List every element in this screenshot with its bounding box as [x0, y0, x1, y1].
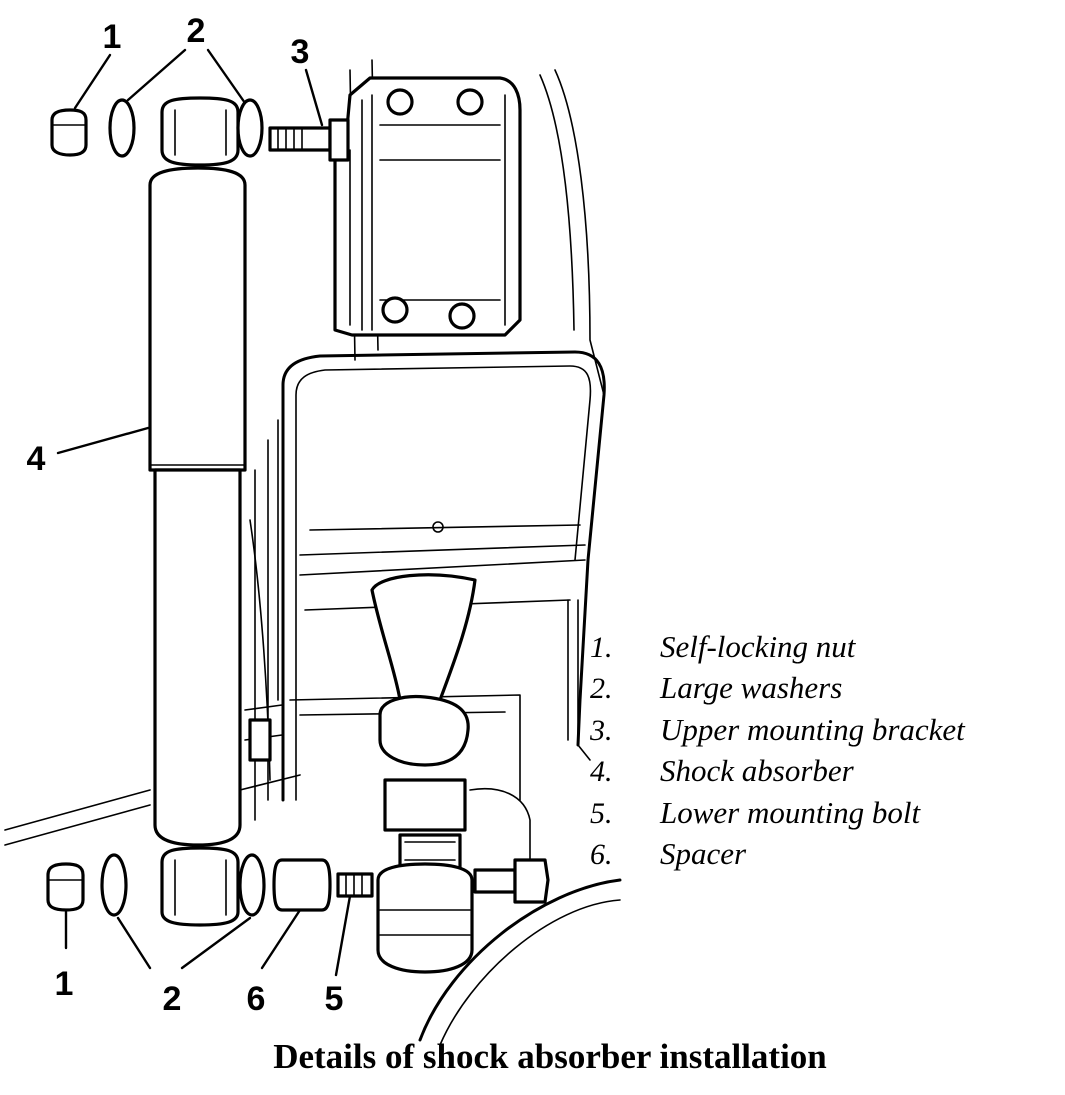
legend-item: 4. Shock absorber: [590, 753, 855, 788]
top-washer-left: [108, 98, 136, 158]
upper-mounting-bracket: [268, 76, 522, 337]
bottom-hardware: [46, 853, 374, 917]
callout-3: 3: [291, 33, 310, 71]
callout-1-bottom: 1: [55, 965, 74, 1003]
legend-label: Spacer: [660, 836, 747, 871]
legend-number: 5.: [590, 797, 613, 830]
bottom-washer-left: [100, 853, 128, 917]
legend-number: 6.: [590, 838, 613, 871]
shock-absorber: [148, 96, 247, 927]
lower-bolt-stub: [336, 872, 374, 898]
legend-item: 1. Self-locking nut: [590, 629, 857, 664]
legend-label: Shock absorber: [660, 753, 855, 788]
callout-5: 5: [325, 980, 344, 1018]
legend: 1. Self-locking nut 2. Large washers 3. …: [589, 629, 966, 871]
legend-label: Self-locking nut: [660, 629, 857, 664]
legend-item: 3. Upper mounting bracket: [589, 712, 966, 747]
callout-4: 4: [27, 440, 46, 478]
leader-lines: [56, 48, 352, 977]
spacer: [272, 858, 332, 912]
legend-label: Large washers: [659, 670, 842, 705]
legend-number: 3.: [589, 714, 613, 747]
suspension-joint: [244, 573, 550, 974]
callout-6: 6: [247, 980, 266, 1018]
top-washer-right: [236, 98, 264, 158]
bottom-nut: [46, 862, 85, 912]
callout-2-bottom: 2: [163, 980, 182, 1018]
legend-number: 1.: [590, 631, 613, 664]
legend-label: Lower mounting bolt: [659, 795, 921, 830]
legend-label: Upper mounting bracket: [660, 712, 966, 747]
figure-caption: Details of shock absorber installation: [273, 1037, 827, 1076]
top-nut: [50, 108, 88, 157]
legend-item: 5. Lower mounting bolt: [590, 795, 921, 830]
legend-item: 2. Large washers: [590, 670, 842, 705]
callout-2-top: 2: [187, 12, 206, 50]
bottom-washer-right: [238, 853, 266, 917]
callout-1-top: 1: [103, 18, 122, 56]
legend-number: 4.: [590, 755, 613, 788]
top-hardware: [50, 98, 264, 158]
legend-item: 6. Spacer: [590, 836, 747, 871]
legend-number: 2.: [590, 672, 613, 705]
